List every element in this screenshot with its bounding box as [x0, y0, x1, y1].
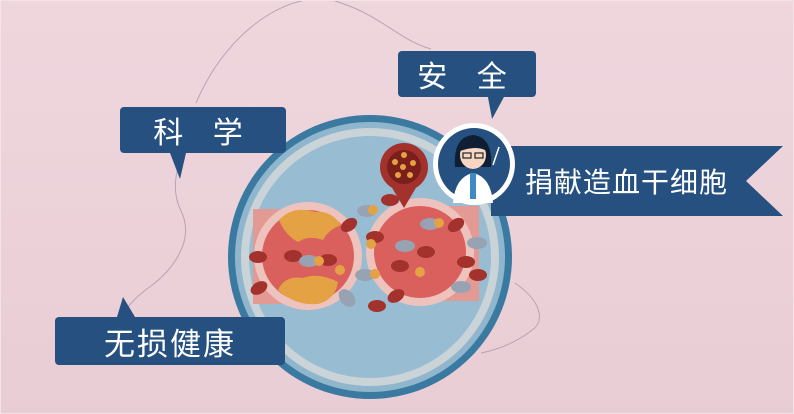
safe-label: 安 全: [398, 51, 536, 119]
science-label-text: 科 学: [153, 116, 253, 151]
donate-ribbon: [491, 146, 783, 216]
safe-label-text: 安 全: [417, 60, 517, 95]
blood-pin-icon: [380, 143, 428, 208]
doctor-avatar-icon: [433, 123, 515, 205]
petri-dish-illustration: [228, 115, 512, 399]
bubble-tail: [117, 297, 135, 317]
donate-stem-cells-label: 捐献造血干细胞: [525, 166, 729, 199]
harmless-health-label: 无损健康: [55, 297, 285, 365]
science-label: 科 学: [120, 107, 286, 179]
harmless-health-label-text: 无损健康: [104, 326, 236, 363]
bubble-tail: [170, 153, 186, 179]
